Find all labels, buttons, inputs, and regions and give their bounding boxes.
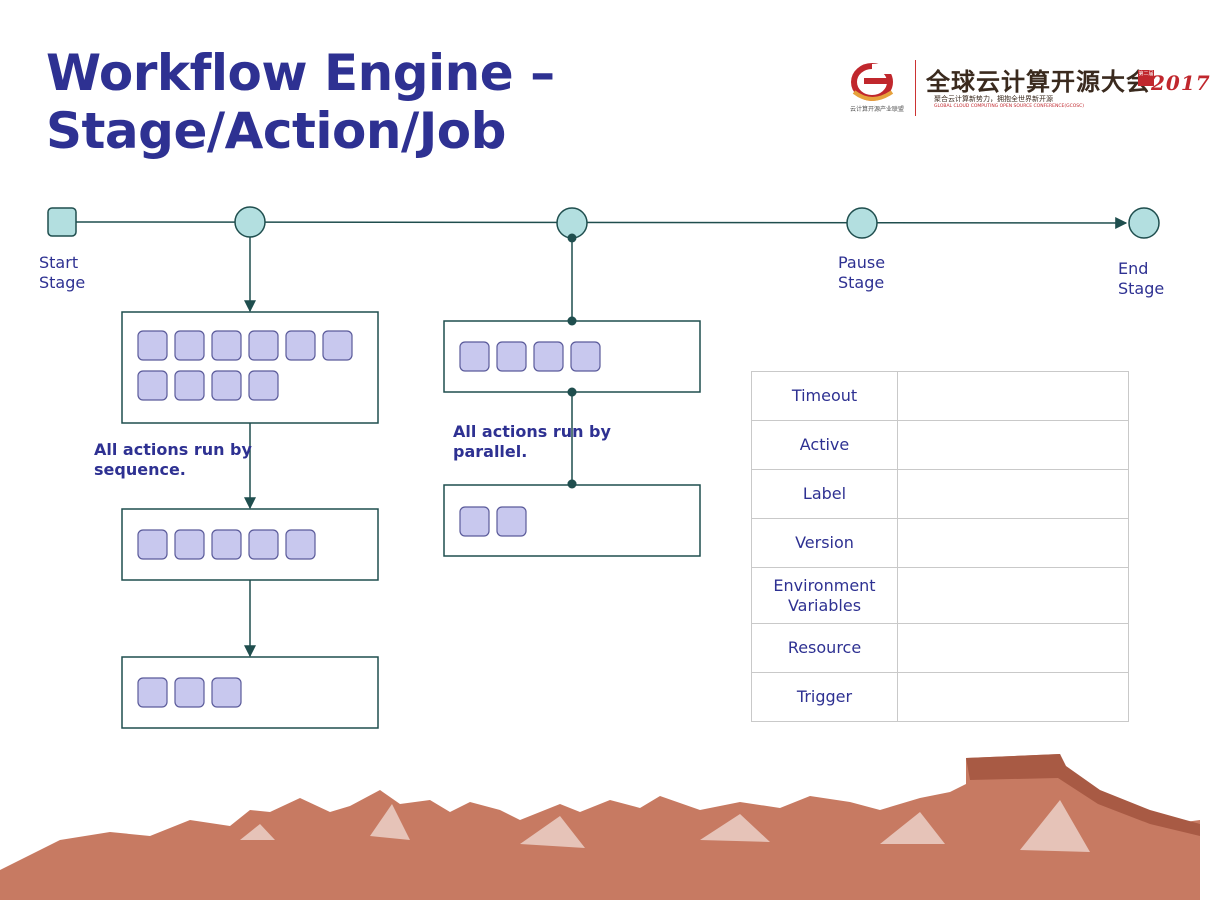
pause-stage-label-2: Stage: [838, 273, 884, 292]
start-stage-label: Start Stage: [39, 253, 85, 292]
conference-logo: 云计算开源产业联盟 全球云计算开源大会2017 第二届 聚合云计算新势力，拥抱全…: [842, 58, 1210, 120]
slide-title: Workflow Engine – Stage/Action/Job: [46, 44, 555, 160]
property-label: Version: [751, 518, 898, 568]
action-square: [322, 330, 353, 361]
action-square: [211, 529, 242, 560]
pause-stage-node: [846, 207, 878, 239]
property-value: [897, 469, 1129, 519]
sequence-note: All actions run by sequence.: [94, 440, 258, 479]
action-square: [174, 677, 205, 708]
end-stage-label-1: End: [1118, 259, 1148, 278]
property-label-line: Resource: [787, 638, 862, 657]
property-label: Timeout: [751, 371, 898, 421]
property-row: Label: [751, 469, 1129, 519]
mountain-snow: [240, 800, 1090, 852]
parallel-joint-1: [567, 233, 577, 243]
property-label-line: Label: [802, 484, 847, 503]
pause-stage-label-1: Pause: [838, 253, 885, 272]
property-value: [897, 623, 1129, 673]
property-label: Active: [751, 420, 898, 470]
action-square: [211, 370, 242, 401]
property-row: Timeout: [751, 371, 1129, 421]
logo-event-name: 全球云计算开源大会2017: [926, 62, 1211, 97]
parallel-note-2: parallel.: [453, 442, 527, 461]
great-wall: [966, 754, 1200, 836]
property-label: Label: [751, 469, 898, 519]
property-row: Trigger: [751, 672, 1129, 722]
mountain-range: [0, 754, 1200, 900]
property-row: Active: [751, 420, 1129, 470]
action-square: [496, 341, 527, 372]
end-stage-label: End Stage: [1118, 259, 1164, 298]
action-square: [137, 330, 168, 361]
sequence-note-2: sequence.: [94, 460, 186, 479]
logo-tagline: 聚合云计算新势力，拥抱全世界新开源: [934, 95, 1053, 103]
action-square: [496, 506, 527, 537]
start-stage-label-1: Start: [39, 253, 78, 272]
property-value: [897, 567, 1129, 624]
property-row: Version: [751, 518, 1129, 568]
start-stage-label-2: Stage: [39, 273, 85, 292]
parallel-joint-4-top: [567, 479, 577, 489]
property-value: [897, 371, 1129, 421]
property-value: [897, 420, 1129, 470]
action-square: [570, 341, 601, 372]
logo-tagline-en: GLOBAL CLOUD COMPUTING OPEN SOURCE CONFE…: [934, 104, 1085, 109]
sequence-note-1: All actions run by: [94, 440, 253, 459]
end-stage-label-2: Stage: [1118, 279, 1164, 298]
parallel-note-1: All actions run by: [453, 422, 612, 441]
property-label-line: Active: [799, 435, 850, 454]
action-square: [137, 529, 168, 560]
stage-node-1: [234, 206, 266, 238]
logo-divider: [915, 60, 916, 116]
action-square: [137, 677, 168, 708]
workflow-diagram: Start Stage Pause Stage End Stage: [39, 206, 1164, 729]
action-square: [211, 330, 242, 361]
logo-org-text: 云计算开源产业联盟: [849, 106, 904, 113]
action-square: [459, 506, 490, 537]
property-label-line: Version: [795, 533, 854, 552]
title-line-2: Stage/Action/Job: [46, 102, 506, 160]
property-label-line: Timeout: [791, 386, 858, 405]
property-label: Resource: [751, 623, 898, 673]
parallel-joint-2-top: [567, 316, 577, 326]
property-label: Trigger: [751, 672, 898, 722]
action-square: [137, 370, 168, 401]
property-row: Resource: [751, 623, 1129, 673]
action-square: [285, 529, 316, 560]
action-square: [533, 341, 564, 372]
start-stage-node: [47, 207, 77, 237]
property-label-line: Trigger: [796, 687, 853, 706]
timeline-line: [75, 216, 1128, 229]
property-value: [897, 672, 1129, 722]
end-stage-node: [1128, 207, 1160, 239]
sequence-job-1: [121, 311, 379, 424]
action-square: [248, 370, 279, 401]
conference-logo-icon: [851, 63, 894, 101]
logo-seal: 第二届: [1138, 70, 1154, 86]
logo-year: 2017: [1151, 71, 1211, 95]
action-square: [174, 330, 205, 361]
great-wall-scenery: [0, 754, 1200, 900]
action-square: [248, 330, 279, 361]
action-square: [248, 529, 279, 560]
property-label-line: Variables: [787, 595, 862, 615]
action-squares: [137, 330, 601, 708]
pause-stage-label: Pause Stage: [838, 253, 890, 292]
logo-event-text: 全球云计算开源大会: [926, 67, 1151, 96]
parallel-note: All actions run by parallel.: [453, 422, 617, 461]
action-square: [285, 330, 316, 361]
parallel-joint-3-top: [567, 387, 577, 397]
title-line-1: Workflow Engine –: [46, 44, 555, 102]
property-value: [897, 518, 1129, 568]
action-square: [459, 341, 490, 372]
action-square: [211, 677, 242, 708]
property-label-line: Environment: [773, 575, 876, 595]
action-square: [174, 529, 205, 560]
action-square: [174, 370, 205, 401]
